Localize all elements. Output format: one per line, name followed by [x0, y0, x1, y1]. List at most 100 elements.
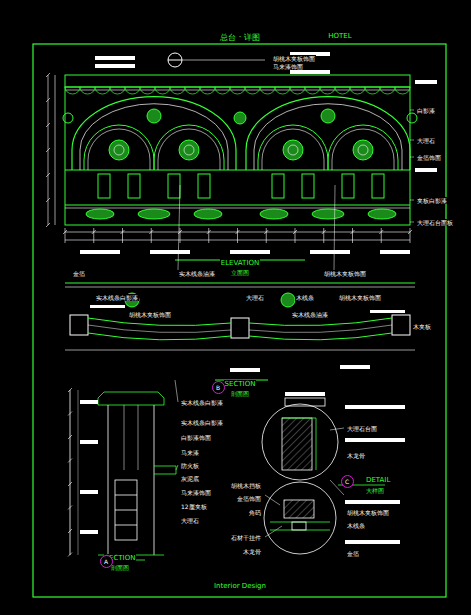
cad-stroke	[95, 87, 110, 94]
cad-stroke	[410, 222, 414, 223]
cad-stroke	[410, 200, 414, 201]
cad-stroke	[381, 228, 382, 243]
marker-letter: C	[345, 478, 349, 485]
callout-text: 木线条	[346, 522, 366, 529]
cad-stroke	[260, 87, 275, 94]
cad-stroke	[415, 80, 437, 84]
cad-stroke	[295, 228, 296, 243]
cad-stroke	[178, 185, 180, 270]
cad-stroke	[410, 110, 414, 111]
cad-stroke	[93, 228, 94, 243]
callout-text: 胡桃木夹板饰面	[272, 55, 316, 62]
cad-stroke	[80, 440, 98, 444]
callout-text: 实木线条油漆	[291, 311, 329, 318]
cad-stroke	[110, 87, 125, 94]
callout-text: 马来漆饰面	[272, 63, 304, 70]
cad-stroke	[415, 168, 437, 172]
callout-text: 实木线条白影漆	[180, 419, 224, 426]
cad-stroke	[345, 540, 400, 544]
cad-stroke	[352, 228, 353, 243]
cad-stroke	[290, 87, 305, 94]
callout-text: SECTION	[224, 380, 257, 388]
cad-stroke	[151, 228, 152, 243]
cad-stroke	[275, 87, 290, 94]
callout-text: 木夹板	[412, 323, 432, 330]
callout-text: 大理石台面	[346, 425, 378, 432]
cad-stroke	[150, 250, 190, 254]
marker-letter: A	[104, 558, 108, 565]
cad-stroke	[200, 87, 215, 94]
cad-stroke	[345, 405, 405, 409]
cad-stroke	[46, 73, 50, 77]
callout-text: 立面图	[230, 269, 250, 276]
cad-stroke	[46, 148, 50, 152]
callout-text: 胡桃木夹板饰面	[323, 270, 367, 277]
cad-stroke	[125, 87, 140, 94]
callout-text: 白影漆饰面	[180, 434, 212, 441]
cad-stroke	[80, 87, 95, 94]
callout-text: 剖面图	[110, 564, 130, 571]
callout-text: 马来漆	[180, 449, 200, 456]
cad-stroke	[65, 228, 66, 243]
section-marker: A	[100, 555, 113, 568]
callout-text: 防火板	[180, 462, 200, 469]
callout-text: 灰泥底	[180, 475, 200, 482]
cad-stroke	[340, 365, 370, 369]
cad-stroke	[90, 305, 125, 308]
callout-text: 角码	[248, 509, 262, 516]
callout-text: HOTEL	[327, 32, 352, 40]
cad-stroke	[80, 400, 98, 404]
cad-stroke	[380, 87, 395, 94]
cad-stroke	[80, 250, 120, 254]
cad-stroke	[350, 87, 365, 94]
callout-text: 胡桃木夹板饰面	[128, 311, 172, 318]
cad-stroke	[330, 428, 344, 430]
cad-stroke	[335, 87, 350, 94]
cad-stroke	[230, 250, 270, 254]
cad-stroke	[237, 228, 238, 243]
callout-text: 大样图	[365, 487, 385, 494]
cad-stroke	[122, 228, 123, 243]
callout-text: 马来漆饰面	[180, 489, 212, 496]
cad-stroke	[180, 228, 181, 243]
cad-stroke	[266, 228, 267, 243]
cad-stroke	[46, 98, 50, 102]
cad-stroke	[80, 490, 98, 494]
cad-stroke	[95, 64, 135, 68]
callout-text: 白影漆	[416, 107, 436, 114]
callout-text: 实木线条油漆	[178, 270, 216, 277]
callout-text: 金箔饰面	[236, 495, 262, 502]
callout-text: 木龙骨	[346, 452, 366, 459]
cad-stroke	[46, 173, 50, 177]
callout-text: 12厘夹板	[180, 503, 208, 510]
callout-text: 胡桃木挡板	[230, 482, 262, 489]
cad-stroke	[334, 185, 335, 270]
cad-stroke	[46, 198, 50, 202]
cad-stroke	[410, 157, 414, 158]
callout-text: 胡桃木夹板饰面	[346, 509, 390, 516]
callout-text: 剖面图	[230, 390, 250, 397]
cad-stroke	[95, 56, 135, 60]
callout-text: 金箔饰面	[416, 154, 442, 161]
cad-stroke	[215, 87, 230, 94]
callout-text: 大理石	[245, 294, 265, 301]
callout-text: 夹板白影漆	[416, 197, 448, 204]
cad-stroke	[46, 123, 50, 127]
section-marker: C	[341, 475, 354, 488]
marker-letter: B	[216, 384, 220, 391]
cad-stroke	[65, 87, 80, 94]
cad-stroke	[345, 500, 400, 504]
cad-stroke	[365, 87, 380, 94]
callout-text: ELEVATION	[220, 259, 260, 267]
cad-stroke	[185, 87, 200, 94]
callout-text: 实木线条白影漆	[95, 294, 139, 301]
cad-stroke	[230, 368, 260, 372]
cad-stroke	[345, 438, 405, 442]
cad-stroke	[175, 380, 178, 402]
cad-stroke	[46, 223, 50, 227]
cad-stroke	[410, 140, 414, 141]
cad-stroke	[170, 87, 185, 94]
cad-stroke	[265, 526, 282, 537]
